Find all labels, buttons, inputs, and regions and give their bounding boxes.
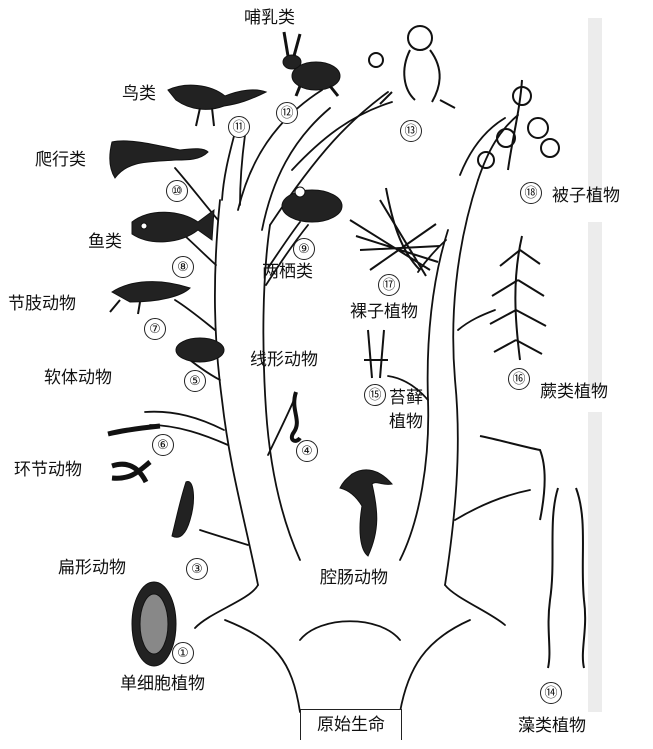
branch-arthropods xyxy=(175,300,215,330)
number-arthropods: ⑦ xyxy=(144,318,166,340)
label-amphibians: 两栖类 xyxy=(262,262,313,282)
label-angiosperms: 被子植物 xyxy=(552,186,620,206)
pine-illustration xyxy=(350,188,440,276)
rabbit-illustration xyxy=(283,32,340,96)
planarian-illustration xyxy=(172,482,193,538)
root-primitive-life: 原始生命 xyxy=(300,709,402,740)
label-gymnosperms: 裸子植物 xyxy=(350,302,418,322)
branch-ferns xyxy=(458,310,495,330)
number-algae: ⑭ xyxy=(540,682,562,704)
lower-right-lobe xyxy=(445,585,505,625)
number-fish: ⑧ xyxy=(172,256,194,278)
label-unicellular: 单细胞植物 xyxy=(120,674,205,694)
trunk-left-edge xyxy=(225,620,300,712)
kelp-illustration xyxy=(480,436,585,668)
bird-illustration xyxy=(168,85,266,126)
number-mollusks: ⑤ xyxy=(184,370,206,392)
number-mammals: ⑫ xyxy=(276,102,298,124)
branch-birds xyxy=(222,128,236,200)
earthworm-illustration xyxy=(108,426,160,482)
trunk-right-edge xyxy=(400,620,470,712)
label-arthropods: 节肢动物 xyxy=(8,294,76,314)
frog-illustration xyxy=(282,187,342,222)
flower-illustration xyxy=(478,80,559,170)
hydra-illustration xyxy=(340,470,392,556)
number-nematodes: ④ xyxy=(296,440,318,462)
plant-trunk-outer xyxy=(445,180,478,585)
label-algae: 藻类植物 xyxy=(518,716,586,736)
label-reptiles: 爬行类 xyxy=(35,150,86,170)
number-mosses: ⑮ xyxy=(364,384,386,406)
number-annelids: ⑥ xyxy=(152,434,174,456)
number-ferns: ⑯ xyxy=(508,368,530,390)
trunk-inner-curve xyxy=(300,621,400,640)
number-gymnosperms: ⑰ xyxy=(378,274,400,296)
label-mollusks: 软体动物 xyxy=(44,368,112,388)
number-birds: ⑪ xyxy=(228,116,250,138)
unicellular-illustration xyxy=(132,582,176,666)
branch-flatworms xyxy=(200,530,248,545)
label-coelenterates: 腔肠动物 xyxy=(320,568,388,588)
fish-illustration xyxy=(132,210,214,242)
label-annelids: 环节动物 xyxy=(14,460,82,480)
shrimp-illustration xyxy=(110,282,190,314)
label-mammals: 哺乳类 xyxy=(244,8,295,28)
label-birds: 鸟类 xyxy=(122,84,156,104)
animal-trunk-outer xyxy=(215,200,258,585)
number-unicellular: ① xyxy=(172,642,194,664)
label-fish: 鱼类 xyxy=(88,232,122,252)
nematode-illustration xyxy=(292,392,300,441)
snail-illustration xyxy=(176,338,224,362)
lizard-illustration xyxy=(110,141,208,178)
label-flatworms: 扁形动物 xyxy=(58,558,126,578)
branch-humans-inner xyxy=(292,102,392,170)
number-flatworms: ③ xyxy=(186,558,208,580)
number-humans: ⑬ xyxy=(400,120,422,142)
label-ferns: 蕨类植物 xyxy=(540,382,608,402)
branch-nematodes xyxy=(268,395,296,455)
branch-algae xyxy=(455,490,530,520)
number-angiosperms: ⑱ xyxy=(520,182,542,204)
label-nematodes: 线形动物 xyxy=(250,350,318,370)
label-mosses: 苔藓植物 xyxy=(388,386,424,434)
number-amphibians: ⑨ xyxy=(293,238,315,260)
moss-illustration xyxy=(364,330,388,378)
fern-illustration xyxy=(490,236,546,360)
number-reptiles: ⑩ xyxy=(166,180,188,202)
